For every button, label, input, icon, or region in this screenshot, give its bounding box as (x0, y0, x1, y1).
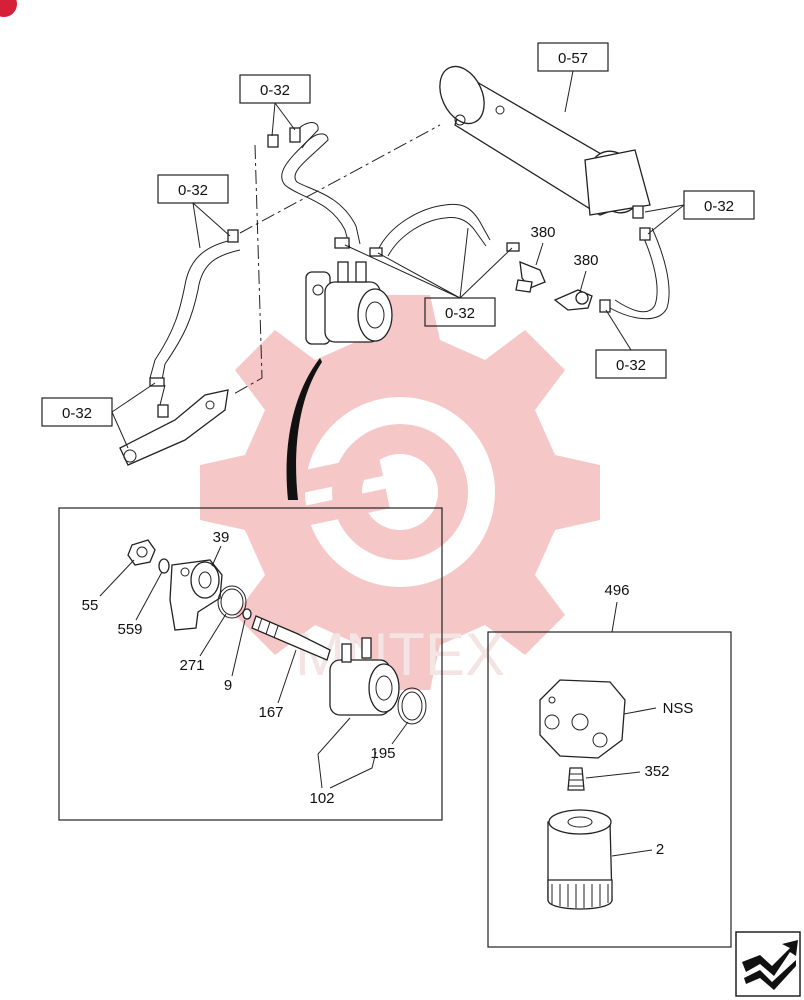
filter-frame (487, 631, 732, 948)
detail-frame (58, 507, 443, 821)
callout-057: 0-57 (537, 42, 609, 113)
egr-cooler (439, 65, 651, 216)
callout-39: 39 (211, 529, 230, 567)
detail-arrow (286, 358, 322, 500)
svg-text:55: 55 (82, 597, 99, 614)
callout-167: 167 (258, 649, 297, 721)
svg-text:NSS: NSS (663, 700, 694, 717)
part-102-cooler (329, 637, 400, 716)
part-271-gasket (217, 585, 247, 619)
svg-text:271: 271 (179, 657, 204, 674)
callout-271: 271 (179, 613, 227, 674)
svg-text:39: 39 (213, 529, 230, 546)
svg-text:2: 2 (656, 841, 664, 858)
svg-text:102: 102 (309, 790, 334, 807)
callout-032-bottom-left: 0-32 (41, 382, 156, 449)
fitting-380-a (515, 260, 546, 293)
callout-032-top: 0-32 (239, 74, 311, 137)
callout-380-b: 380 (573, 252, 599, 293)
svg-text:0-32: 0-32 (178, 182, 208, 199)
next-page-arrow-icon[interactable] (735, 931, 801, 997)
callout-9: 9 (224, 619, 246, 694)
callout-352: 352 (585, 763, 670, 780)
pipe-bracket (119, 384, 229, 466)
callout-55: 55 (82, 559, 135, 614)
callout-380-a: 380 (530, 224, 556, 266)
connection-lines (231, 124, 441, 396)
svg-text:0-32: 0-32 (616, 357, 646, 374)
svg-text:559: 559 (117, 621, 142, 638)
svg-text:0-32: 0-32 (704, 198, 734, 215)
part-2-filter (547, 809, 613, 910)
callout-102: 102 (309, 717, 377, 807)
svg-text:9: 9 (224, 677, 232, 694)
part-195-gasket (397, 687, 427, 725)
svg-text:167: 167 (258, 704, 283, 721)
svg-text:0-57: 0-57 (558, 50, 588, 67)
fitting-380-b (553, 289, 593, 311)
svg-text:352: 352 (644, 763, 669, 780)
callout-2: 2 (611, 841, 664, 858)
red-circle-icon (0, 0, 17, 17)
part-167-valve (251, 615, 331, 661)
callout-496: 496 (604, 582, 630, 633)
callout-032-lower-right: 0-32 (595, 309, 667, 379)
callout-559: 559 (117, 571, 163, 638)
part-nss-filter-head (539, 679, 626, 759)
part-352-nipple (567, 767, 585, 791)
part-55-plug (127, 539, 156, 566)
part-9-oring (242, 608, 252, 620)
oil-cooler-upper (305, 261, 393, 345)
svg-text:0-32: 0-32 (62, 405, 92, 422)
svg-text:0-32: 0-32 (445, 305, 475, 322)
watermark-logo: MNTEX (200, 295, 600, 690)
part-559-oring (158, 558, 170, 574)
svg-text:380: 380 (530, 224, 555, 241)
svg-text:496: 496 (604, 582, 629, 599)
callout-032-left: 0-32 (157, 174, 231, 249)
upper-hoses (149, 122, 670, 381)
svg-text:0-32: 0-32 (260, 82, 290, 99)
callout-nss: NSS (623, 700, 694, 717)
svg-text:195: 195 (370, 745, 395, 762)
hose-clamps (149, 127, 651, 387)
svg-text:380: 380 (573, 252, 598, 269)
callout-032-center: 0-32 (344, 227, 513, 327)
part-39-housing (169, 559, 223, 631)
callout-032-right: 0-32 (644, 190, 755, 235)
callout-195: 195 (370, 721, 409, 762)
